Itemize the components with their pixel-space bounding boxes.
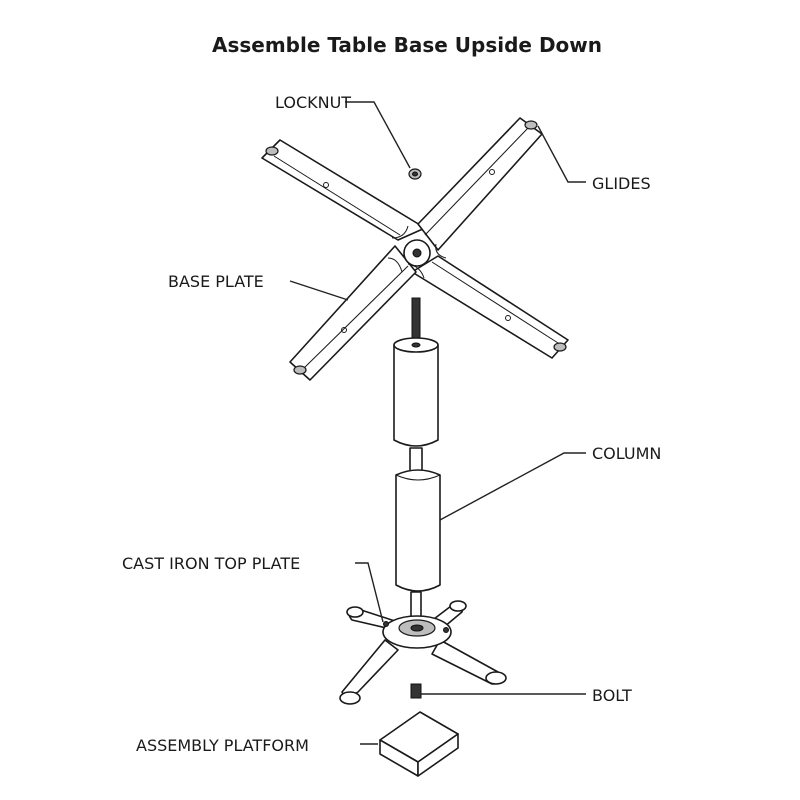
threaded-rod [411, 297, 421, 345]
glide-sw [293, 365, 307, 375]
label-glides: GLIDES [592, 174, 651, 193]
label-column: COLUMN [592, 444, 661, 463]
glide-se [553, 342, 567, 352]
glides [265, 120, 567, 375]
glide-nw [265, 146, 279, 156]
cast-iron-top-plate [339, 600, 507, 705]
base-plate [261, 117, 569, 381]
glide-ne [524, 120, 538, 130]
bolt [410, 683, 422, 699]
assembly-platform [379, 711, 459, 777]
leader-glides [537, 125, 586, 183]
base-plate-arm-nw [261, 139, 426, 241]
label-base-plate: BASE PLATE [168, 272, 264, 291]
leader-base-plate [289, 280, 349, 301]
column-lower [395, 469, 441, 592]
label-cast-iron-top-plate: CAST IRON TOP PLATE [122, 554, 300, 573]
leader-locknut [345, 101, 411, 169]
column [393, 297, 441, 623]
label-assembly-platform: ASSEMBLY PLATFORM [136, 736, 309, 755]
diagram-title: Assemble Table Base Upside Down [212, 33, 602, 57]
leader-column [439, 452, 586, 521]
base-plate-arm-se [411, 255, 569, 359]
label-bolt: BOLT [592, 686, 632, 705]
locknut [408, 168, 422, 180]
base-plate-arm-sw [289, 245, 417, 381]
base-plate-arm-ne [417, 117, 543, 251]
column-upper [393, 344, 439, 447]
label-locknut: LOCKNUT [275, 93, 351, 112]
leader-top-plate [355, 562, 384, 623]
